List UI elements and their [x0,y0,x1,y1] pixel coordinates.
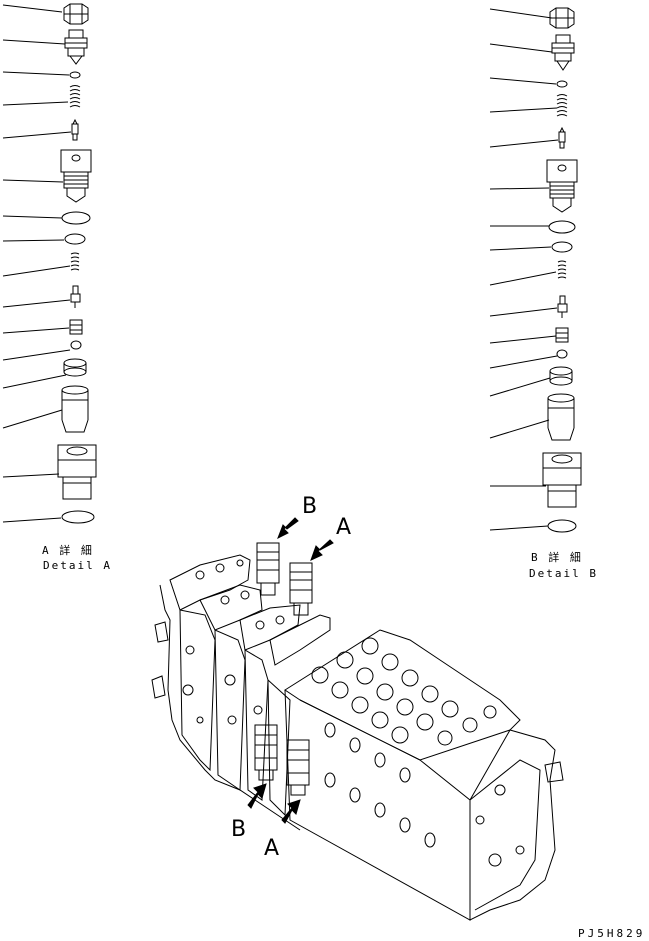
view-label-b-bottom: B [231,817,247,842]
installed-valve-a-top [289,562,313,616]
spring-b-1 [556,94,568,117]
cap-nut-b [549,7,575,29]
plunger-b [547,393,575,441]
adjust-screw-b [551,34,575,71]
o-ring-a-1 [61,211,91,225]
valve-body-a [60,149,92,203]
washer-a [70,340,82,350]
spring-a-2 [70,252,80,271]
detail-a-title-en: Detail A [43,559,112,572]
o-ring-a-2 [64,233,86,245]
o-ring-a-3 [61,510,95,524]
poppet-b-2 [557,295,568,318]
housing-a [57,444,97,500]
o-ring-b-1 [548,220,576,234]
installed-valve-b-top [256,542,280,596]
seal-b [549,366,573,386]
cap-nut-a [63,3,89,25]
detail-b-exploded-parts [489,7,582,533]
view-arrows [247,517,334,824]
detail-b-title-jp: B 詳 細 [531,551,583,564]
detail-a-exploded-parts [2,3,97,524]
detail-a-leader-lines [2,4,72,523]
view-label-a-top: A [336,515,352,540]
arrow-a-bottom-icon [281,799,301,824]
detail-b-leader-lines [489,8,559,531]
view-label-a-bottom: A [264,836,280,861]
washer-b [556,349,568,359]
small-nut-b [555,327,569,343]
o-ring-b-3 [547,519,577,533]
spring-a-1 [69,85,81,108]
installed-valve-a-bottom [286,739,310,796]
poppet-a-2 [70,285,81,308]
view-label-b-top: B [302,494,318,519]
installed-valve-b-bottom [254,724,278,781]
o-ring-b-2 [551,241,573,253]
detail-a-title-jp: A 詳 細 [42,544,94,557]
seal-a [63,358,87,377]
valve-body-b [546,159,578,213]
housing-b [542,452,582,508]
arrow-b-bottom-icon [247,783,267,809]
plunger-a [61,385,89,433]
arrow-b-top-icon [277,517,299,540]
detail-b-title-en: Detail B [529,567,598,580]
main-control-valve [151,542,564,921]
poppet-a-1 [71,118,79,141]
arrow-a-top-icon [310,539,334,561]
drawing-code: PJ5H829 [578,927,646,940]
small-ring-a [69,71,81,79]
small-nut-a [69,319,83,335]
poppet-b-1 [558,126,566,149]
spring-b-2 [557,260,567,279]
adjust-screw-a [64,29,88,65]
small-ring-b [556,80,568,88]
